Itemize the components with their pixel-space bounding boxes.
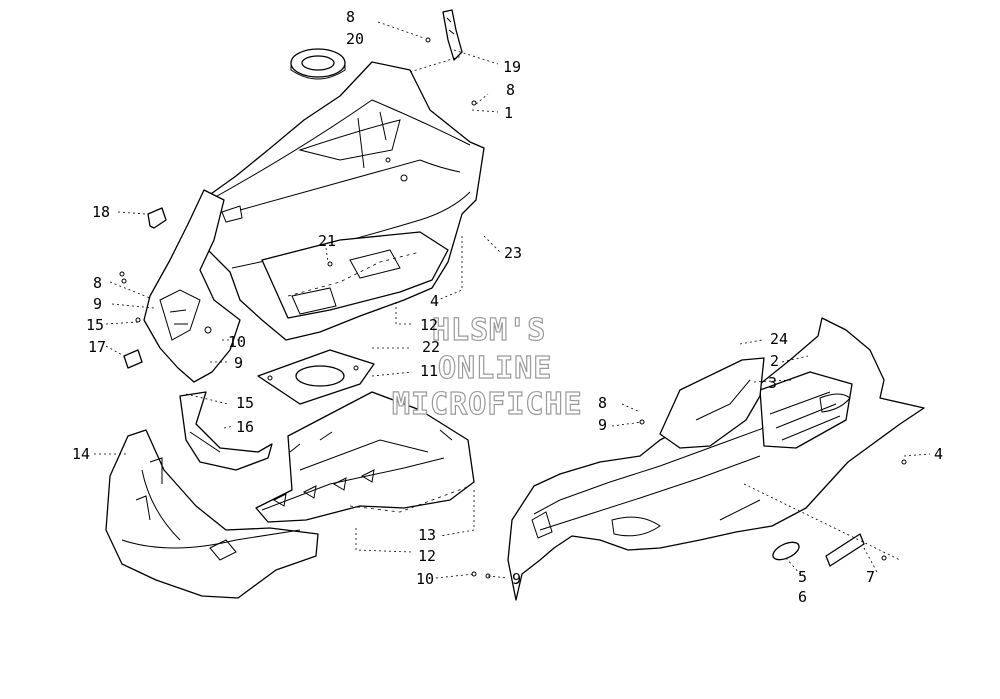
pad-part-17 bbox=[123, 349, 143, 369]
deflector-part bbox=[179, 391, 273, 471]
watermark-line-1: HLSM'S bbox=[432, 313, 546, 348]
callout-12-lower: 12 bbox=[418, 547, 436, 565]
callout-3: 3 bbox=[768, 374, 777, 392]
callout-21: 21 bbox=[318, 232, 336, 250]
callout-23: 23 bbox=[504, 244, 522, 262]
callout-18: 18 bbox=[92, 203, 110, 221]
callout-2: 2 bbox=[770, 352, 779, 370]
tunnel-body-part bbox=[507, 317, 925, 601]
callout-24: 24 bbox=[770, 330, 788, 348]
belly-pan-part bbox=[255, 391, 475, 523]
callout-17: 17 bbox=[88, 338, 106, 356]
callout-9-center: 9 bbox=[598, 416, 607, 434]
callout-9-mid: 9 bbox=[234, 354, 243, 372]
callout-15-lower: 15 bbox=[236, 394, 254, 412]
clip-part-18 bbox=[147, 207, 167, 229]
leader-lines bbox=[94, 21, 931, 579]
watermark-line-2: ONLINE bbox=[438, 351, 552, 386]
callout-8-center: 8 bbox=[598, 394, 607, 412]
callout-8-right: 8 bbox=[506, 81, 515, 99]
gasket-plate-part bbox=[257, 349, 375, 405]
callout-15-left: 15 bbox=[86, 316, 104, 334]
callout-4-mid: 4 bbox=[430, 292, 439, 310]
callout-11: 11 bbox=[420, 362, 438, 380]
watermark-line-3: MICROFICHE bbox=[392, 387, 583, 422]
callout-16: 16 bbox=[236, 418, 254, 436]
grommet-ring-part bbox=[290, 48, 346, 80]
bracket-part bbox=[442, 9, 463, 61]
callout-10-left: 10 bbox=[228, 333, 246, 351]
callout-7: 7 bbox=[866, 568, 875, 586]
callout-9-bottom: 9 bbox=[512, 570, 521, 588]
callout-numbers: 8 20 19 8 1 18 21 23 8 4 9 15 12 17 10 2… bbox=[72, 8, 943, 606]
callout-1: 1 bbox=[504, 104, 513, 122]
callout-12-upper: 12 bbox=[420, 316, 438, 334]
oval-badge-part bbox=[772, 541, 800, 561]
callout-20: 20 bbox=[346, 30, 364, 48]
callout-5: 5 bbox=[798, 568, 807, 586]
watermark: HLSM'S ONLINE MICROFICHE bbox=[391, 312, 583, 422]
front-nose-part bbox=[105, 429, 319, 599]
callout-22: 22 bbox=[422, 338, 440, 356]
callout-10-bottom: 10 bbox=[416, 570, 434, 588]
callout-4-right: 4 bbox=[934, 445, 943, 463]
side-pad-part bbox=[659, 357, 765, 449]
callout-14: 14 bbox=[72, 445, 90, 463]
callout-13: 13 bbox=[418, 526, 436, 544]
upper-body-panel-part bbox=[187, 61, 485, 341]
callout-8-top: 8 bbox=[346, 8, 355, 26]
callout-9-left: 9 bbox=[93, 295, 102, 313]
callout-8-left: 8 bbox=[93, 274, 102, 292]
left-side-panel-part bbox=[143, 189, 241, 383]
callout-19: 19 bbox=[503, 58, 521, 76]
trim-strip-part bbox=[825, 533, 865, 567]
callout-6: 6 bbox=[798, 588, 807, 606]
